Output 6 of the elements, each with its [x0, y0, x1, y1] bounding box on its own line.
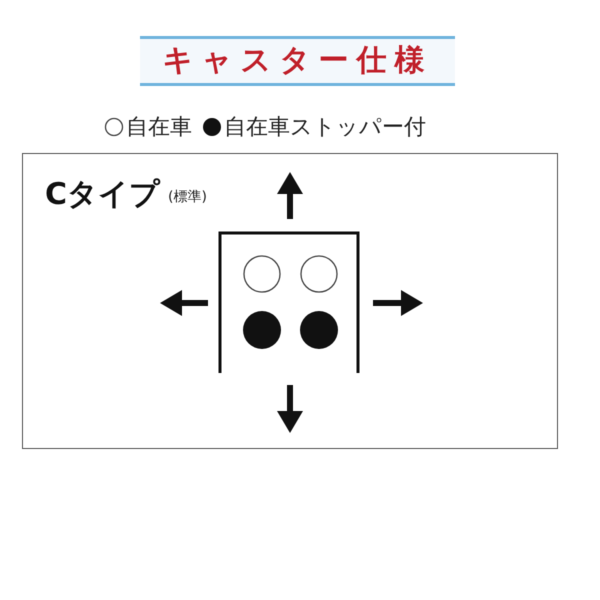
legend-text: 自在車ストッパー付: [224, 114, 426, 142]
type-heading: Cタイプ: [45, 176, 160, 214]
title: キャスター仕様: [140, 36, 455, 86]
type-note: (標準): [168, 188, 207, 206]
type-panel: [22, 153, 558, 449]
legend-text: 自在車: [126, 114, 192, 142]
